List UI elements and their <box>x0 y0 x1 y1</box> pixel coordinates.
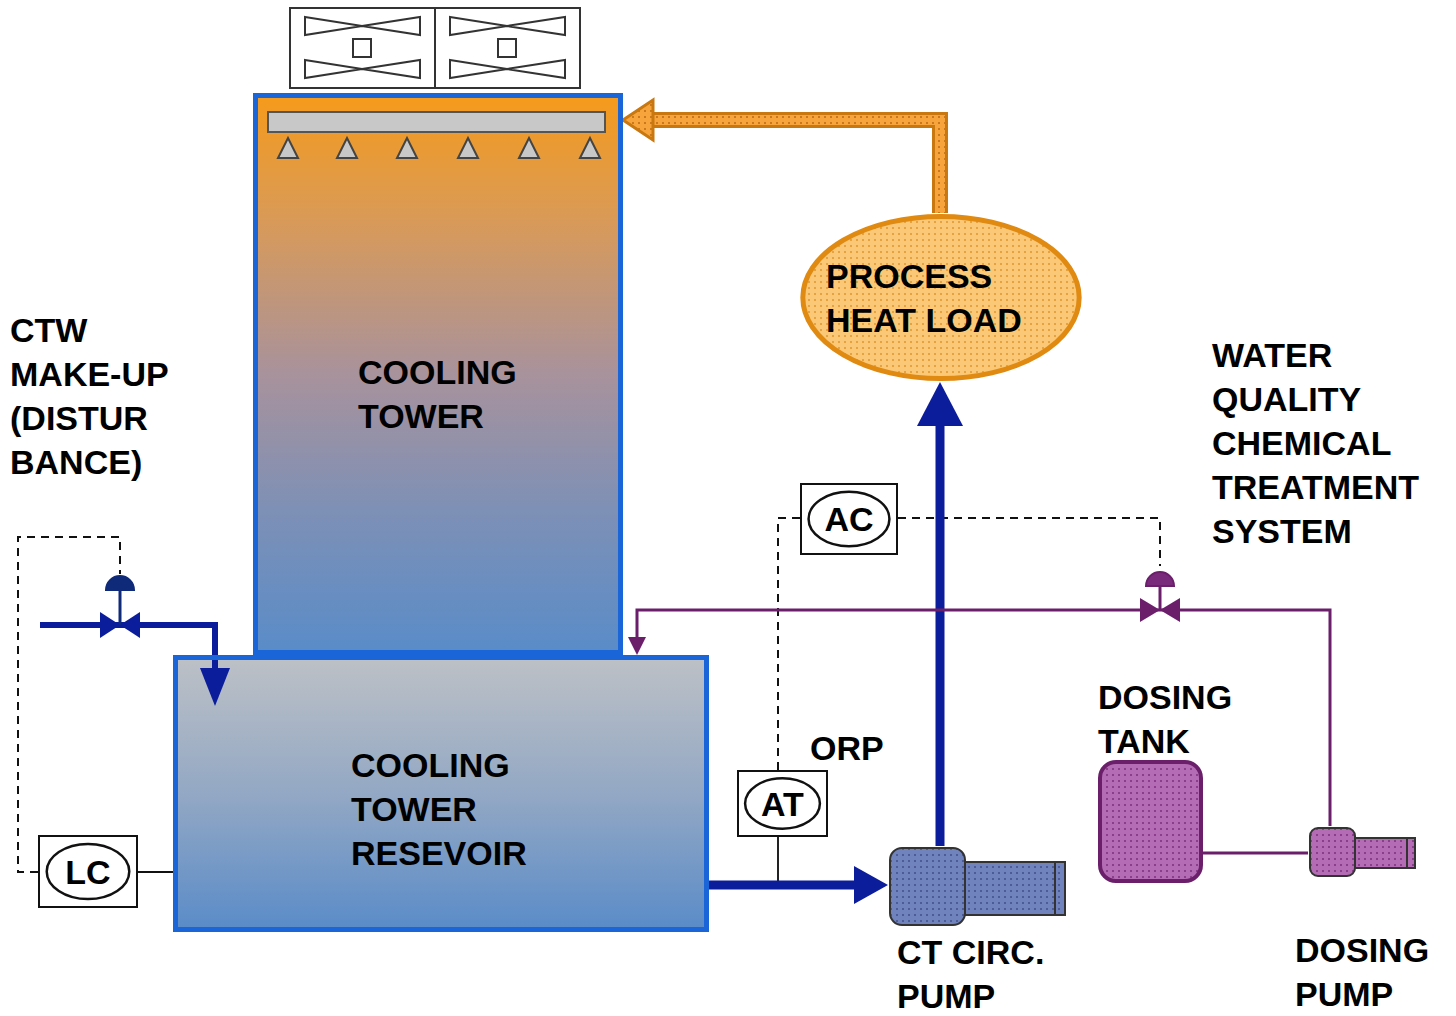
connector-line <box>936 424 945 846</box>
valve-body <box>1160 598 1180 622</box>
instrument-bubble <box>745 778 820 828</box>
pump-casing <box>1310 828 1355 876</box>
process-heat-load: PROCESS HEAT LOAD <box>800 213 1082 382</box>
fan-blade <box>450 17 565 35</box>
fan-blade <box>450 60 565 78</box>
valve-actuator <box>1146 572 1174 586</box>
flow-connector <box>917 382 963 846</box>
fan-blade <box>305 60 420 78</box>
level-controller: LC <box>38 835 138 908</box>
fan-hub <box>498 39 516 57</box>
arrowhead <box>628 637 646 655</box>
valve-stem <box>1159 584 1162 610</box>
connector-line <box>1203 852 1308 855</box>
label-anchor: ORP <box>810 726 910 770</box>
flow-connector <box>709 866 888 904</box>
label-anchor: WATER QUALITY CHEMICAL TREATMENT SYSTEM <box>1212 333 1448 553</box>
pump-motor <box>1355 838 1415 868</box>
motor-band <box>1054 862 1056 915</box>
connector-line <box>709 881 856 890</box>
connector-line <box>138 871 173 873</box>
spray-nozzle <box>397 138 417 158</box>
fan-unit <box>290 8 435 88</box>
connector-line <box>651 120 940 213</box>
spray-nozzle <box>458 138 478 158</box>
control-valve <box>1140 572 1180 622</box>
fan-hub <box>353 39 371 57</box>
pump-motor <box>965 862 1065 915</box>
instrument-bubble <box>47 844 130 899</box>
motor-band <box>1406 838 1408 868</box>
node-label: LC <box>65 850 110 894</box>
flow-connector <box>138 872 173 873</box>
system-label: WATER QUALITY CHEMICAL TREATMENT SYSTEM <box>1212 333 1448 553</box>
valve-body <box>100 612 120 638</box>
connector-line <box>778 518 800 770</box>
control-valve <box>100 576 140 638</box>
dosing-tank: DOSING TANK <box>1098 760 1203 883</box>
valve-stem <box>119 588 122 625</box>
valve-body <box>1140 598 1160 622</box>
node-label: DOSING TANK <box>1098 675 1268 763</box>
spray-nozzle <box>337 138 357 158</box>
heat-load-ellipse <box>803 216 1079 378</box>
circulation-pump: CT CIRC. PUMP <box>888 846 1068 928</box>
signal-line <box>18 537 120 872</box>
spray-nozzle <box>580 138 600 158</box>
node-label: CT CIRC. PUMP <box>897 930 1072 1016</box>
valve-body <box>120 612 140 638</box>
makeup-label: CTW MAKE-UP (DISTUR BANCE) <box>10 308 180 484</box>
fan-housing <box>290 8 435 88</box>
analyzer-controller: AC <box>800 483 898 555</box>
node-shape <box>1308 826 1418 878</box>
node-label: COOLING TOWER RESEVOIR <box>351 743 591 875</box>
node-label: COOLING TOWER <box>358 350 588 438</box>
dosing-pump: DOSING PUMP <box>1308 826 1418 878</box>
node-shape <box>800 213 1082 382</box>
pump-casing <box>890 848 965 925</box>
sensor-tap <box>777 837 779 881</box>
node-shape <box>1098 760 1203 883</box>
fan-unit <box>435 8 580 88</box>
node-shape <box>888 846 1068 928</box>
tank-body <box>1100 762 1201 881</box>
connector-fill <box>651 120 940 213</box>
flow-connector <box>1203 853 1308 854</box>
arrowhead <box>623 100 653 140</box>
signal-name: ORP <box>810 726 910 770</box>
arrowhead <box>917 382 963 426</box>
arrowhead <box>854 866 888 904</box>
flow-connector <box>628 610 1330 826</box>
node-label: AT <box>761 782 804 826</box>
cooling-tower: COOLING TOWER <box>253 93 623 655</box>
spray-header <box>268 112 605 132</box>
fan-housing <box>435 8 580 88</box>
flow-arrowhead <box>200 668 230 706</box>
node-label: PROCESS HEAT LOAD <box>826 254 1056 342</box>
valve-actuator <box>106 576 134 590</box>
instrument-bubble <box>809 492 890 546</box>
fan-blade <box>305 17 420 35</box>
analyzer-transmitter: AT <box>737 770 828 837</box>
cooling-tower-reservoir: COOLING TOWER RESEVOIR <box>173 655 709 932</box>
spray-nozzle <box>278 138 298 158</box>
node-label: DOSING PUMP <box>1295 928 1445 1016</box>
flow-connector <box>778 518 800 770</box>
node-label: AC <box>824 497 873 541</box>
spray-nozzle <box>519 138 539 158</box>
flow-connector <box>623 100 940 213</box>
label-anchor: CTW MAKE-UP (DISTUR BANCE) <box>10 308 180 484</box>
